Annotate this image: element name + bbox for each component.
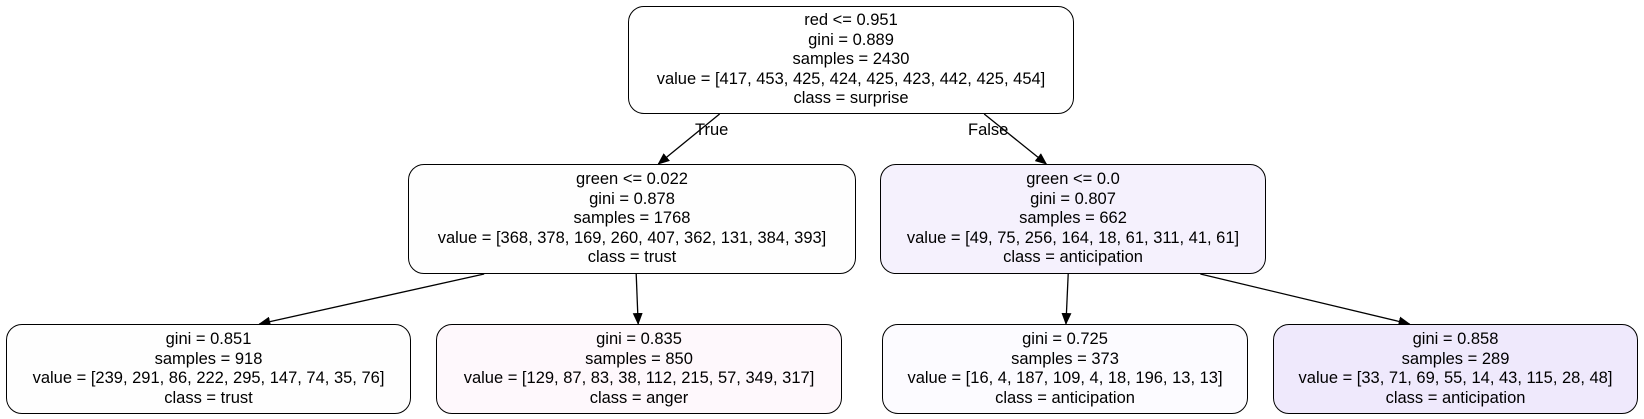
node-text-line: gini = 0.725 — [1022, 330, 1108, 348]
edge-label-false: False — [968, 121, 1009, 139]
node-text-line: samples = 1768 — [573, 209, 691, 228]
node-text-line: samples = 662 — [1019, 209, 1127, 228]
tree-edge-root-to-left — [657, 113, 721, 165]
tree-edge-left-to-left-left — [258, 273, 485, 327]
node-text-line: class = anticipation — [995, 388, 1135, 407]
node-text-line: value = [368, 378, 169, 260, 407, 362, 1… — [437, 228, 827, 247]
node-text-line: gini = 0.851 — [165, 330, 252, 348]
node-text-line: value = [129, 87, 83, 38, 112, 215, 57, … — [463, 369, 815, 387]
node-text-line: samples = 2430 — [792, 50, 910, 69]
node-text-line: class = trust — [164, 388, 253, 407]
node-text-line: class = trust — [587, 248, 677, 267]
node-text-line: samples = 373 — [1011, 349, 1119, 368]
node-text-line: class = anger — [589, 388, 689, 407]
node-text-line: gini = 0.889 — [808, 30, 894, 49]
node-text-line: red <= 0.951 — [804, 11, 898, 30]
node-text-line: samples = 289 — [1401, 349, 1510, 368]
node-text-line: value = [49, 75, 256, 164, 18, 61, 311, … — [906, 228, 1240, 247]
node-text-line: class = anticipation — [1385, 388, 1526, 407]
node-text-line: value = [16, 4, 187, 109, 4, 18, 196, 13… — [907, 369, 1223, 387]
node-text-line: gini = 0.807 — [1030, 189, 1116, 208]
node-text-line: green <= 0.0 — [1026, 170, 1120, 189]
node-text-line: value = [239, 291, 86, 222, 295, 147, 74… — [32, 369, 385, 387]
edge-label-true: True — [695, 121, 729, 139]
node-text-line: gini = 0.878 — [589, 189, 675, 208]
node-text-line: samples = 918 — [154, 349, 263, 368]
node-text-line: value = [33, 71, 69, 55, 14, 43, 115, 28… — [1298, 369, 1613, 387]
node-text-line: green <= 0.022 — [576, 170, 688, 189]
node-text-line: gini = 0.858 — [1412, 330, 1499, 348]
node-text-line: gini = 0.835 — [596, 330, 682, 348]
tree-edge-right-to-right-right — [1200, 273, 1411, 327]
node-text-line: value = [417, 453, 425, 424, 425, 423, 4… — [656, 69, 1046, 88]
tree-edge-left-to-left-right — [632, 273, 643, 325]
node-text-line: class = anticipation — [1003, 248, 1143, 267]
node-text-line: samples = 850 — [585, 349, 693, 368]
tree-edge-right-to-right-left — [1061, 273, 1072, 325]
tree-edge-root-to-right — [983, 113, 1048, 165]
node-text-line: class = surprise — [793, 89, 909, 108]
